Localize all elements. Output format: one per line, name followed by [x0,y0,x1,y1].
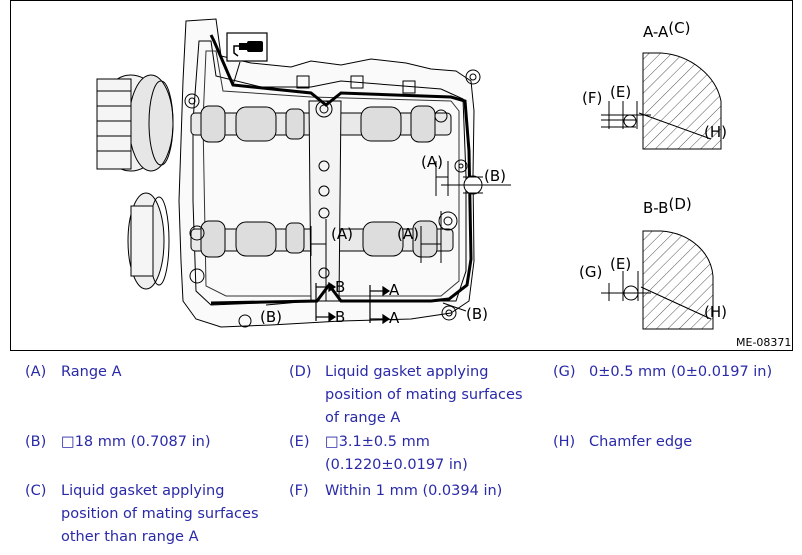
callout-e-aa: (E) [610,83,631,101]
callout-h-bb: (H) [704,303,727,321]
section-letter-a-top: A [389,281,400,299]
section-letter-b-bottom: B [335,308,345,326]
section-letter-b-top: B [335,278,345,296]
svg-text:A-A(C): A-A(C) [643,19,690,41]
section-letter-a-bottom: A [389,309,400,327]
legend-key: (D) [289,364,312,380]
legend-key: (A) [25,364,47,380]
legend-key: (E) [289,434,310,450]
section-aa-callout: (C) [668,19,690,37]
legend-text: □18 mm (0.7087 in) [61,434,211,450]
lower-camshaft [190,220,454,258]
section-aa-detail: A-A(C) (F) (E) (H) [582,19,727,150]
section-bb-title: B-B [643,199,668,217]
diagram-svg: (A) (B) (A) (A) (B) (B) B B A A A-A(C) (… [96,18,791,349]
callout-b-right: (B) [484,167,506,185]
liquid-gasket-line [209,34,473,305]
section-aa-title: A-A [643,23,669,41]
legend-key: (G) [553,364,576,380]
callout-h-aa: (H) [704,123,727,141]
camshaft-housing-drawing [96,18,481,328]
range-b-marker-right [441,175,511,195]
legend-key: (F) [289,483,309,499]
section-bb-detail: B-B(D) (G) (E) (H) [579,195,727,330]
legend-key: (B) [25,434,47,450]
legend-text: □3.1±0.5 mm (0.1220±0.0197 in) [325,434,468,473]
legend-key: (C) [25,483,47,499]
section-arrows [265,281,467,325]
callout-e-bb: (E) [610,255,631,273]
svg-text:B-B(D): B-B(D) [643,195,692,217]
legend-text: 0±0.5 mm (0±0.0197 in) [589,364,773,380]
section-bb-callout: (D) [668,195,691,213]
figure-id: ME-08371 [736,336,791,349]
callout-a-right: (A) [397,225,419,243]
legend-text: Within 1 mm (0.0394 in) [325,483,503,499]
callout-a-left: (A) [331,225,353,243]
legend-text: Chamfer edge [589,434,693,450]
legend-text: Range A [61,364,122,380]
callout-b-bottom-right: (B) [466,305,488,323]
callout-a-upper: (A) [421,153,443,171]
legend-text: Liquid gasket applying position of matin… [61,483,259,545]
engine-diagram-figure: (A) (B) (A) (A) (B) (B) B B A A A-A(C) (… [10,0,793,351]
legend-key: (H) [553,434,576,450]
legend-table: (A) Range A (B) □18 mm (0.7087 in) (C) L… [0,356,802,555]
callout-b-bottom-left: (B) [260,308,282,326]
liquid-gasket-tube-icon [226,32,268,86]
callout-f: (F) [582,89,602,107]
callout-g: (G) [579,263,602,281]
legend-text: Liquid gasket applying position of matin… [325,364,523,426]
